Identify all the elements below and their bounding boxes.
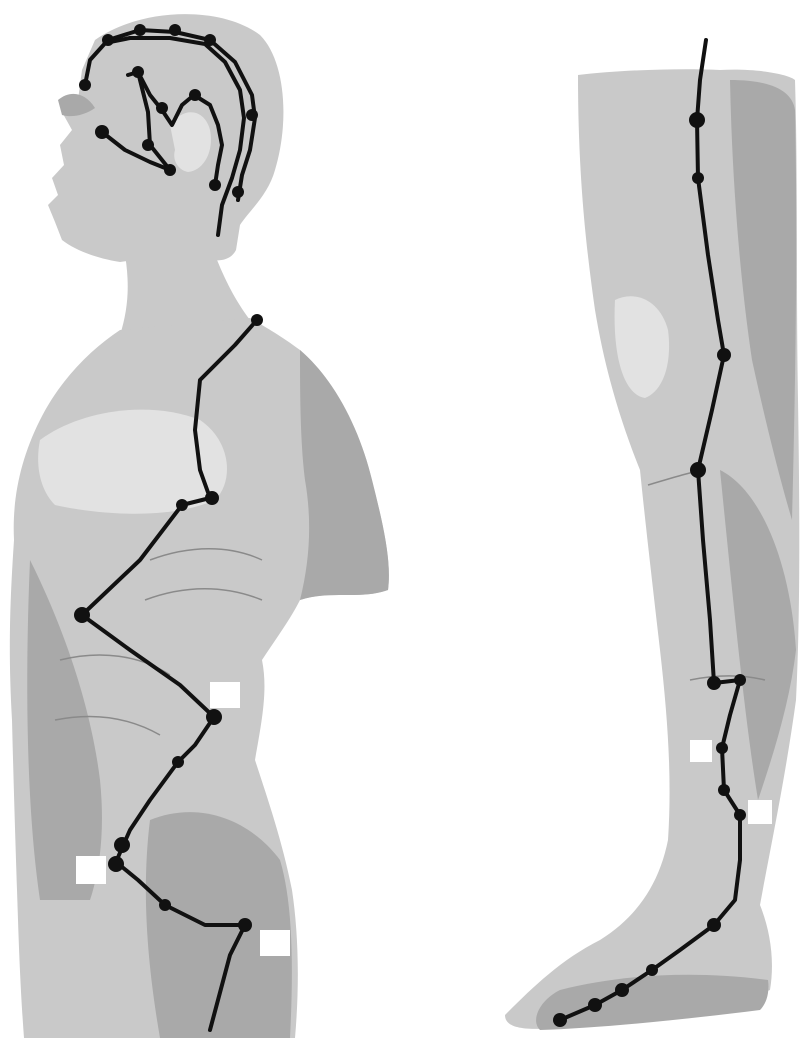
acupoint: [114, 837, 130, 853]
acupoint: [74, 607, 90, 623]
acupoint: [646, 964, 658, 976]
acupoint: [251, 314, 263, 326]
acupoint: [690, 462, 706, 478]
acupoint: [172, 756, 184, 768]
acupoint: [232, 186, 244, 198]
marker-square: [260, 930, 290, 956]
acupoint: [79, 79, 91, 91]
acupoint: [204, 34, 216, 46]
acupoint: [156, 102, 168, 114]
acupoint: [707, 918, 721, 932]
marker-square: [748, 800, 772, 824]
acupoint: [692, 172, 704, 184]
acupoint: [734, 674, 746, 686]
head-silhouette: [48, 14, 283, 262]
acupoint: [588, 998, 602, 1012]
acupoint: [142, 139, 154, 151]
acupoint: [238, 918, 252, 932]
marker-square: [76, 856, 106, 884]
acupoint: [246, 109, 258, 121]
marker-square: [690, 740, 712, 762]
acupoint: [164, 164, 176, 176]
marker-square: [210, 682, 240, 708]
acupoint: [169, 24, 181, 36]
acupoint: [716, 742, 728, 754]
acupoint: [132, 66, 144, 78]
acupoint: [95, 125, 109, 139]
acupoint: [707, 676, 721, 690]
acupoint: [718, 784, 730, 796]
torso-figure: [10, 14, 389, 1038]
acupoint: [189, 89, 201, 101]
acupoint: [134, 24, 146, 36]
acupoint: [205, 491, 219, 505]
acupoint: [717, 348, 731, 362]
acupoint: [102, 34, 114, 46]
acupoint: [176, 499, 188, 511]
acupoint: [615, 983, 629, 997]
acupoint: [553, 1013, 567, 1027]
acupoint: [734, 809, 746, 821]
acupoint: [689, 112, 705, 128]
acupoint: [209, 179, 221, 191]
acupoint: [108, 856, 124, 872]
shoulder-shading: [300, 350, 389, 600]
acupoint: [159, 899, 171, 911]
leg-figure: [505, 40, 799, 1030]
acupoint: [206, 709, 222, 725]
